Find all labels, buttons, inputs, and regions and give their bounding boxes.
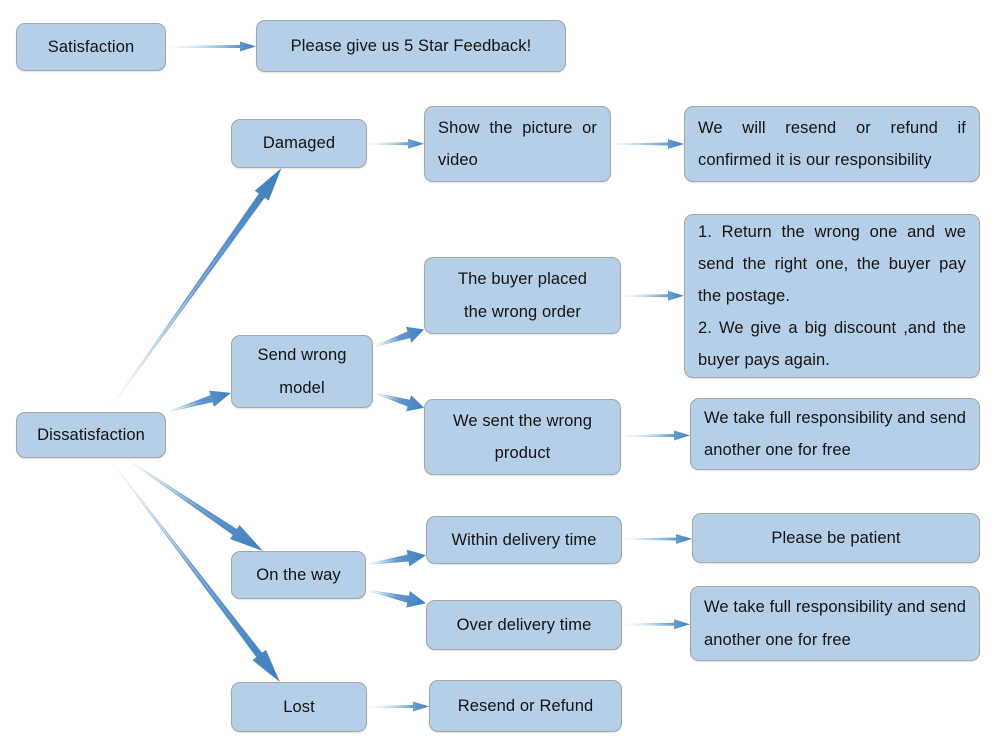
arrow-buyer-order-to-two-options [621, 290, 684, 301]
node-buyer-wrong-order[interactable]: The buyer placed the wrong order [424, 257, 621, 334]
node-label: We sent the wrong product [453, 411, 592, 462]
node-on-the-way[interactable]: On the way [231, 551, 366, 599]
node-label: We will resend or refund if confirmed it… [698, 118, 966, 169]
node-label: The buyer placed the wrong order [457, 270, 588, 321]
node-lost[interactable]: Lost [231, 682, 367, 732]
node-dissatisfaction[interactable]: Dissatisfaction [16, 412, 166, 458]
node-two-options[interactable]: 1. Return the wrong one and we send the … [684, 214, 980, 378]
node-label: We take full responsibility and send ano… [704, 598, 966, 649]
node-send-wrong-model[interactable]: Send wrong model [231, 335, 373, 408]
node-label: We take full responsibility and send ano… [704, 408, 966, 459]
node-within-delivery[interactable]: Within delivery time [426, 516, 622, 564]
node-full-resp-2[interactable]: We take full responsibility and send ano… [690, 586, 980, 661]
arrow-send-wrong-to-buyer-order [372, 326, 424, 348]
arrow-within-to-patient [622, 534, 692, 545]
node-label: Satisfaction [47, 37, 135, 56]
node-label: Over delivery time [456, 615, 592, 634]
arrow-we-sent-to-full-resp [621, 430, 690, 441]
node-label: Send wrong model [257, 346, 347, 397]
arrow-dissatisfaction-to-on-the-way [124, 457, 263, 551]
node-label: Within delivery time [451, 530, 597, 549]
node-please-patient[interactable]: Please be patient [692, 513, 980, 563]
arrow-over-to-full-resp [622, 619, 690, 630]
arrow-dissatisfaction-to-send-wrong [165, 390, 231, 413]
arrow-damaged-to-show-picture [367, 138, 424, 149]
node-label: Resend or Refund [457, 696, 594, 715]
arrow-send-wrong-to-we-sent [372, 392, 424, 412]
node-over-delivery[interactable]: Over delivery time [426, 600, 622, 650]
node-label: Dissatisfaction [37, 425, 145, 444]
node-label: Damaged [262, 134, 336, 153]
node-satisfaction[interactable]: Satisfaction [16, 23, 166, 71]
arrow-lost-to-resend-refund [367, 701, 429, 712]
node-label: Please give us 5 Star Feedback! [290, 36, 532, 55]
node-label: Lost [283, 697, 315, 716]
node-label: 1. Return the wrong one and we send the … [698, 222, 966, 370]
node-full-resp-1[interactable]: We take full responsibility and send ano… [690, 398, 980, 470]
arrow-on-the-way-to-over [365, 589, 426, 608]
arrow-on-the-way-to-within [365, 549, 426, 567]
arrow-show-picture-to-resend-refund [611, 139, 684, 149]
node-resend-refund-if[interactable]: We will resend or refund if confirmed it… [684, 106, 980, 182]
node-label: Show the picture or video [438, 118, 597, 169]
node-damaged[interactable]: Damaged [231, 119, 367, 168]
node-show-picture[interactable]: Show the picture or video [424, 106, 611, 182]
arrow-satisfaction-to-five-star [166, 41, 256, 52]
node-we-sent-wrong[interactable]: We sent the wrong product [424, 399, 621, 475]
node-resend-or-refund[interactable]: Resend or Refund [429, 680, 622, 732]
node-label: On the way [256, 565, 341, 584]
node-five-star[interactable]: Please give us 5 Star Feedback! [256, 20, 566, 72]
node-label: Please be patient [771, 528, 901, 547]
